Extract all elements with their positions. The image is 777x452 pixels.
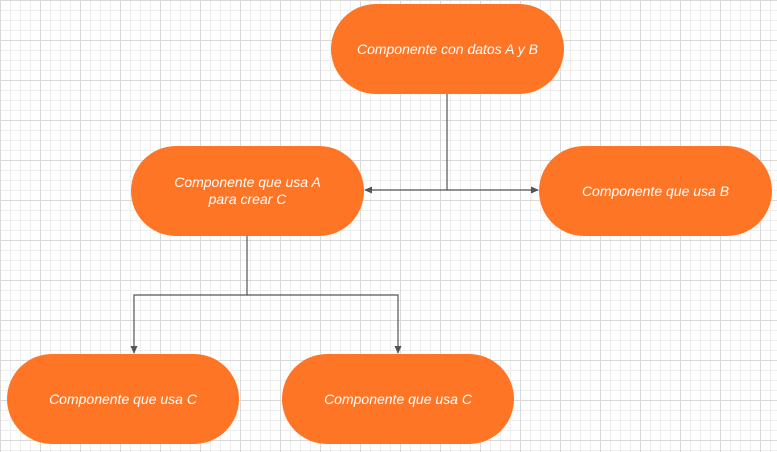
- connector-root-to-a: [364, 94, 448, 194]
- node-component-uses-b[interactable]: Componente que usa B: [539, 146, 772, 236]
- node-component-uses-c-right[interactable]: Componente que usa C: [282, 354, 514, 444]
- node-component-uses-c-left[interactable]: Componente que usa C: [7, 354, 239, 444]
- node-label: Componente que usa C: [49, 390, 197, 407]
- node-component-with-data-a-b[interactable]: Componente con datos A y B: [331, 4, 564, 94]
- connector-a-to-c2: [247, 294, 402, 354]
- node-label: Componente que usa B: [581, 182, 730, 199]
- node-component-uses-a[interactable]: Componente que usa A para crear C: [131, 146, 364, 236]
- connector-a-to-c1: [130, 236, 248, 354]
- node-label: Componente con datos A y B: [356, 40, 539, 57]
- node-label: Componente que usa C: [324, 390, 472, 407]
- node-label: Componente que usa A para crear C: [174, 174, 321, 207]
